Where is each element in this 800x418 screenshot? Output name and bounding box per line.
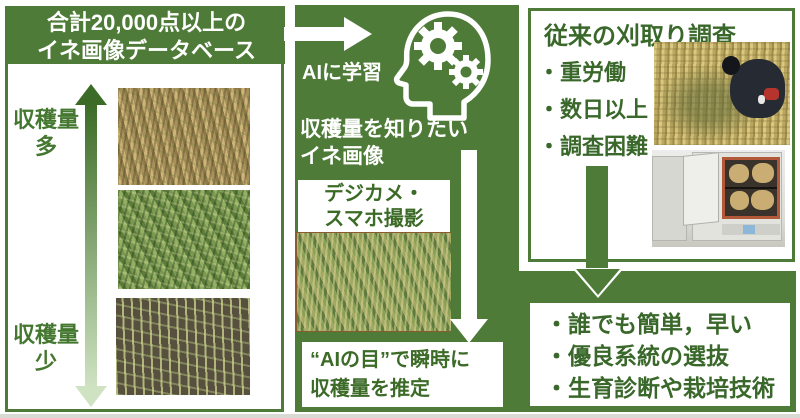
estimate-line2: 収穫量を推定: [310, 378, 430, 400]
dryer-display: [742, 225, 756, 234]
person-glove: [758, 95, 766, 105]
dryer-chamber: [722, 156, 780, 219]
flow-arrow-down-green-icon: [586, 166, 608, 268]
capture-line2: スマホ撮影: [324, 208, 424, 230]
sample-bag: [729, 191, 750, 211]
photo-grain-dryer: [652, 150, 785, 247]
flow-arrow-right-icon: [284, 27, 344, 41]
photo-harvest-survey: [654, 42, 790, 145]
dryer-side-cabinet: [652, 155, 687, 242]
database-title-line2: イネ画像データベース: [37, 38, 256, 63]
yield-axis-arrow-icon: [75, 84, 107, 105]
flow-arrow-down-white-icon: [461, 150, 477, 320]
person-cap: [722, 55, 741, 75]
survey-bullet-list: ・重労働 ・数日以上 ・調査困難: [538, 54, 648, 165]
dryer-shelf: [725, 186, 777, 189]
capture-method-box: デジカメ・ スマホ撮影: [298, 180, 450, 232]
query-caption-line1: 収穫量を知りたい: [300, 118, 468, 141]
benefits-box: [530, 303, 790, 406]
survey-bullet-1: ・重労働: [538, 60, 627, 85]
dryer-open-door: [682, 151, 719, 226]
yield-axis-shaft: [85, 103, 97, 388]
person-shirt-patch: [764, 87, 779, 101]
gear-icon: [414, 22, 483, 89]
ai-learning-label: AIに学習: [302, 62, 382, 84]
sample-bag: [728, 164, 750, 184]
rice-image-low-yield: [116, 298, 250, 395]
benefits-bullet-list: ・誰でも簡単，早い ・優良系統の選抜 ・生育診断や栽培技術: [545, 308, 775, 404]
yield-high-char: 多: [34, 134, 57, 159]
flow-arrow-right-head-icon: [344, 17, 372, 51]
benefit-bullet-3: ・生育診断や栽培技術: [545, 375, 775, 401]
estimate-line1: “AIの目”で瞬時に: [310, 349, 470, 371]
survey-bullet-2: ・数日以上: [538, 97, 649, 122]
rice-image-high-yield: [118, 88, 250, 185]
capture-line1: デジカメ・: [324, 183, 424, 205]
yield-high-label: 収穫量 多: [8, 106, 84, 160]
bottom-edge-strip: [0, 414, 800, 418]
yield-low-char: 少: [34, 349, 57, 374]
query-image-caption: 収穫量を知りたい イネ画像: [300, 116, 468, 170]
sample-bag: [752, 163, 774, 184]
database-title-line1: 合計20,000点以上の: [46, 10, 247, 35]
brain-gears-icon: [393, 11, 491, 121]
rice-image-mid-yield: [118, 190, 250, 289]
yield-axis-arrow-down-icon: [75, 386, 107, 407]
rice-image-query: [296, 232, 452, 332]
flow-arrow-down-white-head-icon: [450, 319, 488, 343]
dryer-control-panel: [722, 223, 780, 236]
flow-arrow-down-green-head-icon: [576, 269, 620, 295]
yield-low-label: 収穫量 少: [8, 321, 84, 375]
yield-low-text: 収穫量: [12, 322, 79, 347]
survey-bullet-3: ・調査困難: [538, 134, 649, 159]
database-panel-title: 合計20,000点以上の イネ画像データベース: [8, 6, 285, 64]
person-figure: [722, 54, 785, 119]
yield-high-text: 収穫量: [12, 107, 79, 132]
sample-bag: [751, 190, 774, 211]
estimate-result-box: “AIの目”で瞬時に 収穫量を推定: [302, 342, 503, 407]
benefit-bullet-1: ・誰でも簡単，早い: [545, 311, 752, 337]
query-caption-line2: イネ画像: [300, 145, 384, 168]
benefit-bullet-2: ・優良系統の選抜: [545, 343, 729, 369]
